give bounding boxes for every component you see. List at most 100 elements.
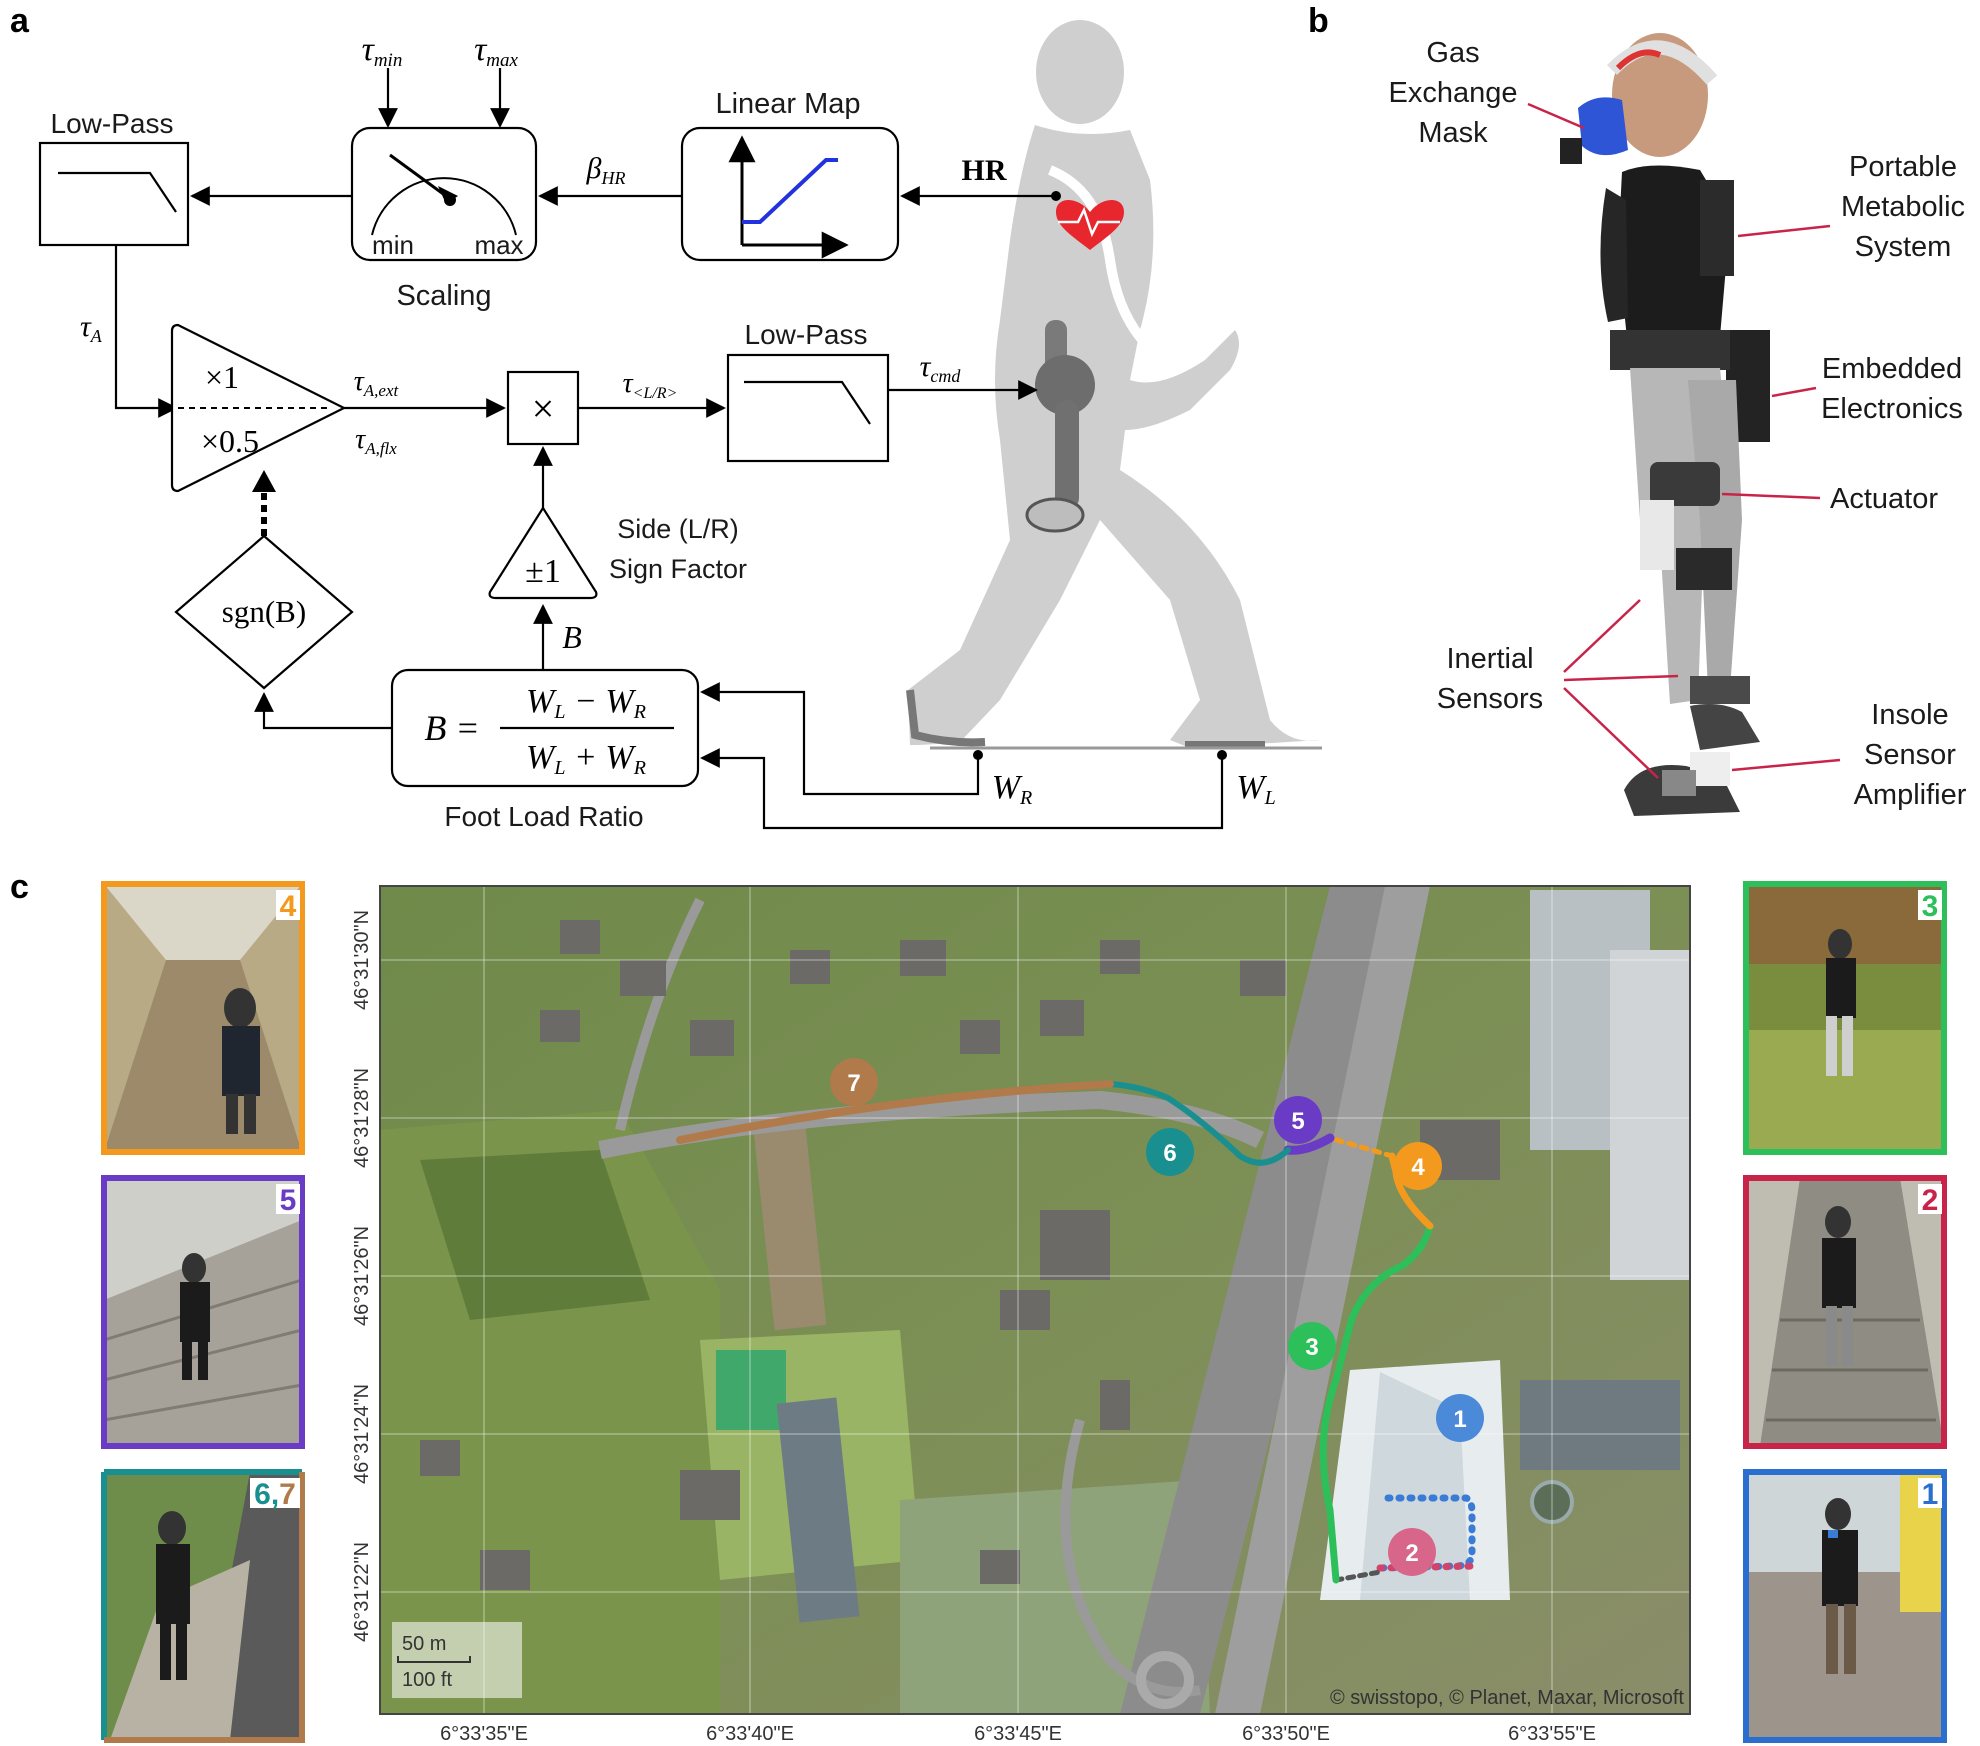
is-leader-lines bbox=[1563, 599, 1679, 779]
wr-symbol: WR bbox=[992, 769, 1033, 809]
scale-bar-m bbox=[397, 1656, 471, 1663]
route-segments bbox=[676, 1080, 1482, 1584]
lowpass-top-label: Low-Pass bbox=[51, 108, 174, 139]
svg-text:7: 7 bbox=[847, 1070, 860, 1097]
wl-symbol: WL bbox=[1236, 769, 1275, 809]
scale-m-label: 50 m bbox=[402, 1633, 446, 1655]
isa-label-line2: Sensor bbox=[1864, 739, 1956, 771]
tau-a-wire bbox=[114, 245, 178, 418]
lowpass-mid-glyph bbox=[744, 380, 871, 425]
foot-load-ratio-label: Foot Load Ratio bbox=[444, 801, 643, 832]
pm-leader-line bbox=[1737, 224, 1831, 238]
ee-leader-line bbox=[1771, 386, 1817, 398]
thumbnail-1-corridor: 1 bbox=[1743, 1469, 1947, 1743]
route-badge-1: 1 bbox=[1436, 1394, 1484, 1442]
linear-map-graph-icon bbox=[728, 135, 849, 259]
lon-tick-label: 6°33'40"E bbox=[706, 1723, 794, 1745]
multiply-block bbox=[506, 370, 580, 446]
ee-label-line2: Electronics bbox=[1821, 393, 1963, 425]
thumbnail-4-tunnel: 4 bbox=[101, 881, 305, 1155]
sign-factor-triangle bbox=[488, 505, 598, 600]
map-attribution: © swisstopo, © Planet, Maxar, Microsoft bbox=[1330, 1687, 1684, 1709]
route-badge-7: 7 bbox=[830, 1058, 878, 1106]
walking-person-silhouette bbox=[908, 20, 1320, 748]
sgn-b-label: sgn(B) bbox=[222, 594, 306, 629]
gauge-icon bbox=[371, 153, 517, 236]
actuator-label: Actuator bbox=[1830, 483, 1938, 515]
lat-tick-label: 46°31'30"N bbox=[351, 910, 373, 1010]
lowpass-top-block bbox=[38, 141, 190, 247]
tau-cmd-symbol: τcmd bbox=[920, 350, 962, 386]
panel-letter-b: b bbox=[1308, 2, 1329, 40]
scaling-min-label: min bbox=[372, 230, 414, 260]
svg-text:1: 1 bbox=[1453, 1406, 1466, 1433]
lat-tick-label: 46°31'22"N bbox=[351, 1542, 373, 1642]
tau-a-flx-symbol: τA,flx bbox=[355, 424, 397, 458]
scale-bar-box bbox=[392, 1622, 522, 1698]
heart-icon bbox=[1056, 200, 1124, 250]
lon-tick-label: 6°33'45"E bbox=[974, 1723, 1062, 1745]
b-to-sgn-arrow bbox=[254, 692, 392, 730]
multiply-symbol: × bbox=[532, 386, 555, 431]
body-contour-line bbox=[1047, 165, 1168, 365]
lat-tick-label: 46°31'24"N bbox=[351, 1384, 373, 1484]
lowpass-mid-block bbox=[726, 353, 890, 463]
formula-lhs: B = bbox=[424, 708, 479, 748]
route-segment-6 bbox=[1107, 1081, 1291, 1166]
is-label-line1: Inertial bbox=[1446, 643, 1533, 675]
thumbnail-3-grass: 3 bbox=[1743, 881, 1947, 1155]
thumbnail-5-stairs: 5 bbox=[101, 1175, 305, 1449]
tau-a-ext-symbol: τA,ext bbox=[354, 366, 400, 400]
route-segment-3 bbox=[1319, 1222, 1434, 1584]
pm-label-line1: Portable bbox=[1849, 151, 1957, 183]
side-label-line1: Side (L/R) bbox=[617, 514, 739, 544]
wr-wire bbox=[700, 682, 980, 796]
svg-text:5: 5 bbox=[280, 1184, 297, 1217]
lon-tick-label: 6°33'55"E bbox=[1508, 1723, 1596, 1745]
svg-text:3: 3 bbox=[1922, 890, 1939, 923]
route-connector-grey bbox=[1333, 1569, 1383, 1583]
sign-factor-value: ±1 bbox=[525, 553, 561, 590]
scale-ft-label: 100 ft bbox=[402, 1669, 452, 1691]
formula-denominator: WL + WR bbox=[526, 739, 646, 779]
hr-label: HR bbox=[962, 154, 1007, 187]
route-segment-4-dashed bbox=[1327, 1135, 1395, 1159]
is-label-line2: Sensors bbox=[1437, 683, 1543, 715]
scaling-max-label: max bbox=[474, 230, 523, 260]
linear-map-label: Linear Map bbox=[715, 88, 860, 120]
hr-node-dot bbox=[1051, 191, 1061, 201]
route-badge-5: 5 bbox=[1274, 1096, 1322, 1144]
isa-label-line1: Insole bbox=[1871, 699, 1948, 731]
sgn-diamond bbox=[174, 534, 354, 690]
svg-text:4: 4 bbox=[1411, 1154, 1425, 1181]
sgn-dashed-arrowhead bbox=[252, 470, 276, 492]
formula-numerator: WL − WR bbox=[526, 683, 646, 723]
gas-label-line3: Mask bbox=[1418, 117, 1488, 149]
thumbnail-2-escalator: 2 bbox=[1743, 1175, 1947, 1449]
tau-lr-symbol: τ<L/R> bbox=[623, 368, 678, 402]
gas-label-line2: Exchange bbox=[1389, 77, 1518, 109]
beta-hr-symbol: βHR bbox=[586, 152, 626, 188]
route-segment-5 bbox=[1283, 1133, 1335, 1155]
b-symbol: B bbox=[562, 619, 582, 655]
gas-leader-line bbox=[1527, 102, 1585, 130]
route-badge-2: 2 bbox=[1388, 1528, 1436, 1576]
svg-text:2: 2 bbox=[1405, 1540, 1418, 1567]
gain-x05: ×0.5 bbox=[201, 423, 259, 459]
longitude-axis: 6°33'35"E 6°33'40"E 6°33'45"E 6°33'50"E … bbox=[440, 1723, 1596, 1745]
lat-tick-label: 46°31'26"N bbox=[351, 1226, 373, 1326]
lat-tick-label: 46°31'28"N bbox=[351, 1068, 373, 1168]
svg-text:2: 2 bbox=[1922, 1184, 1939, 1217]
scaling-label: Scaling bbox=[396, 280, 491, 312]
panel-letter-a: a bbox=[10, 2, 30, 40]
svg-text:3: 3 bbox=[1305, 1334, 1318, 1361]
actuator-leader-line bbox=[1721, 492, 1821, 500]
gain-x1: ×1 bbox=[205, 359, 239, 395]
route-badge-6: 6 bbox=[1146, 1128, 1194, 1176]
svg-text:1: 1 bbox=[1922, 1478, 1939, 1511]
pm-label-line2: Metabolic bbox=[1841, 191, 1965, 223]
route-badge-3: 3 bbox=[1288, 1322, 1336, 1370]
lowpass-top-glyph bbox=[58, 171, 177, 213]
svg-text:6: 6 bbox=[1163, 1140, 1176, 1167]
